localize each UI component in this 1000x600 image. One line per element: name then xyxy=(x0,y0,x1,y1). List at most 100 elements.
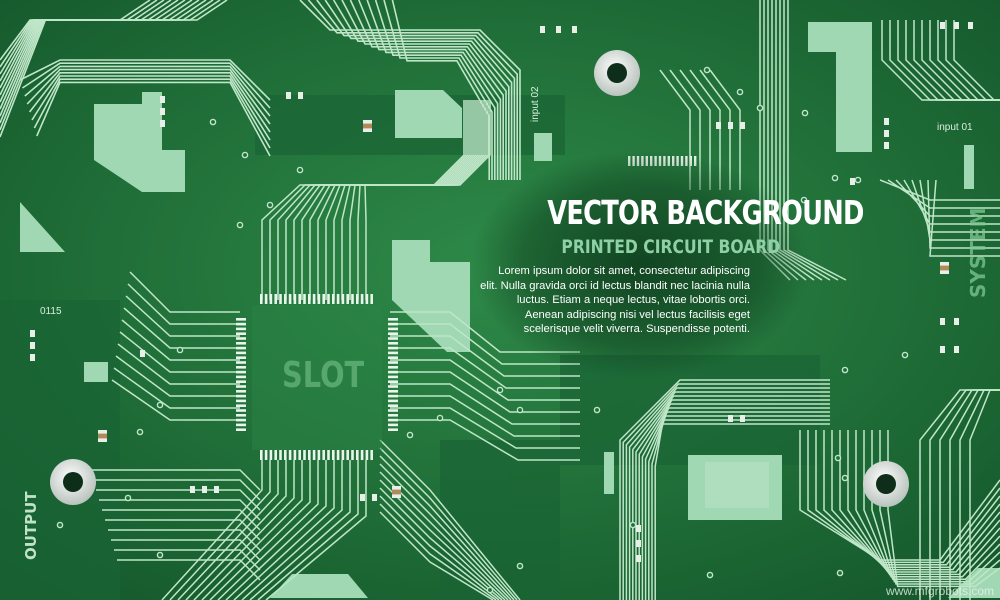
circuit-trace xyxy=(90,469,261,491)
circuit-trace xyxy=(641,407,830,600)
circuit-trace xyxy=(265,460,367,600)
ic-pin xyxy=(293,450,297,460)
ic-pin xyxy=(341,450,345,460)
mounting-hole-icon xyxy=(863,461,909,507)
smd-part xyxy=(298,92,303,99)
label-output: OUTPUT xyxy=(22,491,40,560)
ic-pin xyxy=(388,404,398,407)
ic-pin xyxy=(332,294,335,304)
circuit-trace xyxy=(390,323,580,365)
ic-pin xyxy=(388,385,398,388)
ic-pin xyxy=(317,450,321,460)
circuit-trace xyxy=(654,423,830,600)
smd-part xyxy=(636,555,641,562)
circuit-trace xyxy=(887,179,1000,209)
via-point xyxy=(436,414,444,422)
via-point xyxy=(703,66,711,74)
via-point xyxy=(834,454,842,462)
ic-pin xyxy=(388,346,398,350)
ic-pin xyxy=(288,294,292,304)
ic-pin xyxy=(236,390,246,393)
circuit-trace xyxy=(201,460,303,600)
circuit-trace xyxy=(390,395,580,437)
smd-part xyxy=(636,540,641,547)
smd-part xyxy=(190,486,195,493)
ic-pin xyxy=(388,414,398,417)
label-code: 0115 xyxy=(40,306,62,317)
ic-pin xyxy=(298,294,301,304)
circuit-trace xyxy=(390,335,580,377)
circuit-trace xyxy=(102,509,261,531)
ic-pin xyxy=(236,322,246,326)
circuit-trace xyxy=(391,0,490,180)
circuit-trace xyxy=(233,460,335,600)
smd-part xyxy=(360,494,365,501)
via-point xyxy=(136,428,144,436)
ic-pin xyxy=(327,294,330,304)
smd-part xyxy=(540,26,545,33)
smd-part xyxy=(556,26,561,33)
circuit-trace xyxy=(364,100,465,300)
mounting-hole-icon xyxy=(50,459,96,505)
headline-title: VECTOR BACKGROUND xyxy=(547,193,864,232)
via-point xyxy=(176,346,184,354)
circuit-trace xyxy=(193,460,295,600)
circuit-trace xyxy=(117,343,240,385)
via-point xyxy=(706,571,714,579)
circuit-trace xyxy=(379,439,521,600)
ic-pin xyxy=(388,361,398,364)
ic-pin xyxy=(370,450,373,460)
ic-pin xyxy=(236,404,246,407)
via-point xyxy=(406,431,414,439)
trace-bundle-bottom-right xyxy=(593,379,1000,600)
smd-part xyxy=(940,318,945,325)
ic-pin xyxy=(236,337,246,340)
ic-pin xyxy=(388,356,398,359)
circuit-trace xyxy=(953,20,1000,101)
ic-pin xyxy=(236,356,246,359)
circuit-trace xyxy=(177,460,279,600)
smd-part xyxy=(940,346,945,353)
smd-part xyxy=(954,22,959,29)
ic-pin xyxy=(264,450,268,460)
smd-part xyxy=(716,122,721,129)
ic-pin xyxy=(365,450,369,460)
ic-pin xyxy=(236,385,246,388)
circuit-trace xyxy=(379,447,518,600)
ic-pin xyxy=(388,327,398,331)
circuit-trace xyxy=(28,72,271,133)
via-point xyxy=(236,221,244,229)
circuit-trace xyxy=(115,355,240,397)
circuit-trace xyxy=(969,389,1000,600)
ic-pin xyxy=(279,294,282,304)
ic-pin xyxy=(236,409,246,412)
ic-pin xyxy=(360,450,364,460)
ic-pin xyxy=(388,351,398,355)
circuit-trace xyxy=(21,62,271,109)
ic-pin xyxy=(370,294,373,304)
circuit-trace xyxy=(241,460,343,600)
via-point xyxy=(156,401,164,409)
ic-pin xyxy=(236,428,246,431)
ic-pin xyxy=(236,342,246,345)
ic-pin xyxy=(269,450,273,460)
ic-pin xyxy=(236,370,246,374)
ic-pin xyxy=(388,370,398,374)
trace-bundle-mid xyxy=(111,100,580,461)
via-point xyxy=(241,151,249,159)
circuit-trace xyxy=(341,0,507,180)
ic-pin xyxy=(236,327,246,331)
label-system: SYSTEM xyxy=(966,207,990,299)
circuit-trace xyxy=(625,387,830,600)
ic-pin xyxy=(236,423,246,427)
circuit-trace xyxy=(209,460,311,600)
circuit-trace xyxy=(622,383,830,600)
ic-pin xyxy=(284,294,287,304)
circuit-trace xyxy=(689,69,721,190)
smd-part xyxy=(954,346,959,353)
ic-pin xyxy=(388,423,398,427)
ic-pin xyxy=(388,337,398,340)
ic-pin xyxy=(365,294,369,304)
ic-pin xyxy=(341,294,345,304)
